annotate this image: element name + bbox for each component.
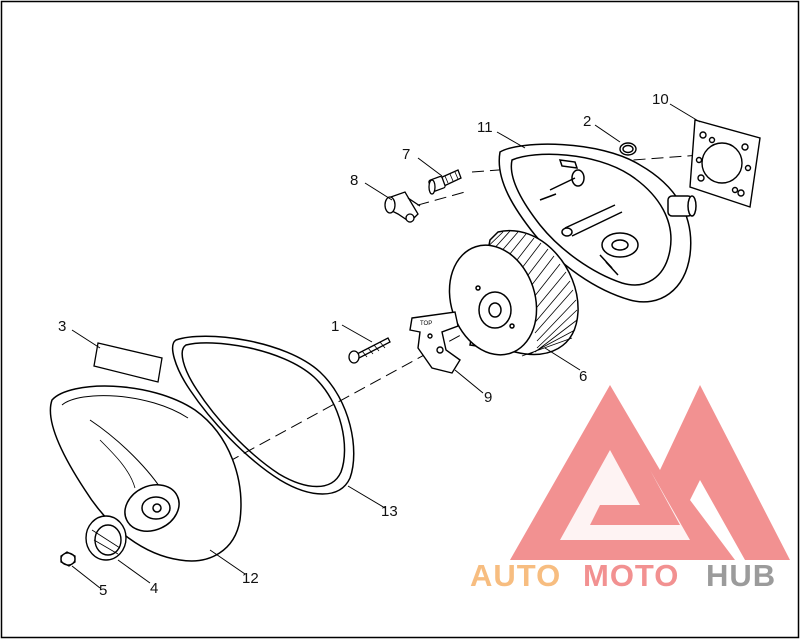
callout-6: 6 — [579, 368, 587, 385]
screw-part-1 — [348, 337, 391, 364]
gasket-part-10 — [689, 119, 761, 208]
callout-13: 13 — [381, 503, 398, 520]
acorn-nut-part-5 — [60, 551, 76, 567]
callout-12: 12 — [242, 570, 259, 587]
medallion-part-4 — [85, 515, 127, 561]
breather-bolt-part-7 — [428, 169, 462, 195]
breather-fitting-part-8 — [384, 191, 421, 223]
callout-9: 9 — [484, 389, 492, 406]
callout-3: 3 — [58, 318, 66, 335]
cover-seal-part-13 — [171, 335, 355, 495]
filter-element-part-6 — [448, 229, 579, 357]
callout-1: 1 — [331, 318, 339, 335]
watermark-text-moto: MOTO — [583, 558, 679, 593]
automotohub-watermark: AUTO MOTO HUB — [470, 385, 790, 593]
bracket-top-label: TOP — [420, 321, 432, 327]
callout-8: 8 — [350, 172, 358, 189]
callout-5: 5 — [99, 582, 107, 599]
callout-2: 2 — [583, 113, 591, 130]
watermark-text-auto: AUTO — [470, 558, 561, 593]
bracket-part-9: TOP — [409, 311, 461, 374]
callout-11: 11 — [477, 119, 493, 136]
leader-lines — [71, 103, 701, 589]
watermark-text-hub: HUB — [706, 558, 776, 593]
cover-part-12 — [49, 385, 242, 562]
callout-4: 4 — [150, 580, 158, 597]
callout-7: 7 — [402, 146, 410, 163]
backplate-part-11 — [498, 143, 697, 303]
callout-10: 10 — [652, 91, 669, 108]
o-ring-part-2 — [619, 142, 637, 156]
decal-part-3 — [93, 342, 163, 383]
callout-numbers: 1 2 3 4 5 6 7 8 9 10 11 12 13 — [58, 91, 669, 599]
